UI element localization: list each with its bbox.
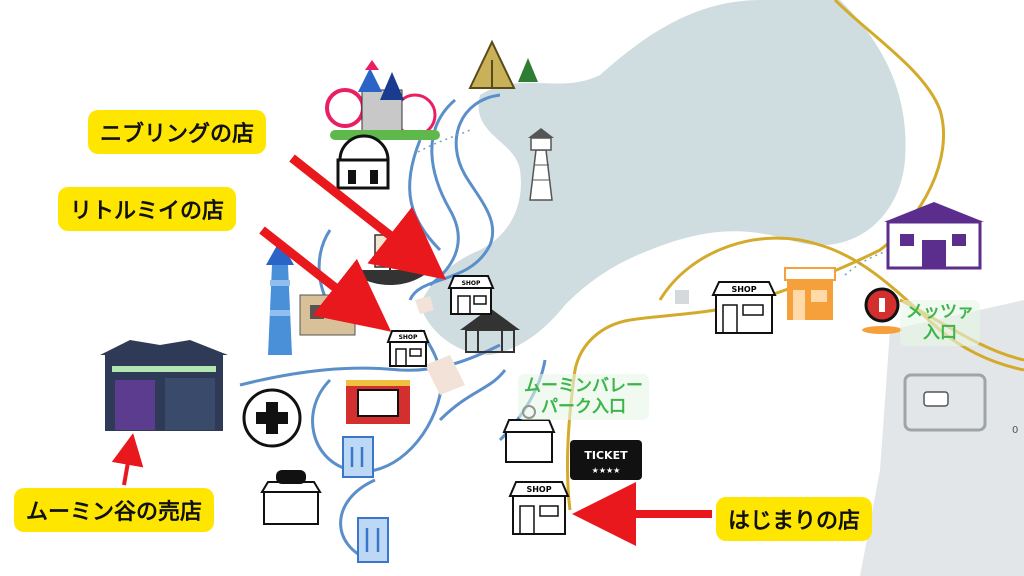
arrow-moomin-valley <box>111 433 144 486</box>
callout-nibling-shop: ニブリングの店 <box>88 110 267 154</box>
shop-sign-label: SHOP <box>399 334 418 341</box>
camp-tent-icon <box>468 39 538 89</box>
label-line: パーク入口 <box>541 397 626 417</box>
metsa-village-icon <box>884 202 984 270</box>
shop-nibling[interactable]: SHOP <box>447 275 495 315</box>
edge-marker: 0 <box>1012 425 1019 436</box>
label-moomin-valley-park-entrance: ムーミンバレー パーク入口 <box>518 374 649 420</box>
amusement-park-icon <box>325 60 440 140</box>
ticket-stars: ★★★★ <box>592 466 621 475</box>
grey-block <box>675 290 689 304</box>
callout-hajimari-shop: はじまりの店 <box>716 497 873 541</box>
ticket-icon: TICKET ★★★★ <box>570 440 642 480</box>
game-store-icon <box>260 470 322 525</box>
label-metsa-entrance: メッツァ 入口 <box>900 300 980 346</box>
bus-icon <box>923 391 949 407</box>
gazebo-icon <box>460 308 520 353</box>
shop-sign-label: SHOP <box>731 285 756 294</box>
label-line: メッツァ <box>906 302 974 322</box>
arrow-nibling <box>289 154 447 280</box>
parking-area <box>860 300 1024 576</box>
shop-sign-label: SHOP <box>462 280 481 287</box>
lake <box>420 0 906 355</box>
road-branch <box>658 236 1024 372</box>
cafe-icon <box>502 405 556 463</box>
plaza-2 <box>415 296 434 314</box>
shop-little-my[interactable]: SHOP <box>386 330 430 367</box>
food-icon <box>342 436 374 478</box>
lighthouse-icon <box>528 128 554 201</box>
observatory-icon <box>336 134 390 190</box>
shop-metsa[interactable]: SHOP <box>711 281 777 334</box>
orange-store-icon <box>784 267 836 320</box>
plaza <box>425 355 465 395</box>
label-line: ムーミンバレー <box>524 376 643 396</box>
first-aid-icon <box>242 388 302 448</box>
theater-icon <box>346 380 410 424</box>
shop-sign-label: SHOP <box>526 485 551 494</box>
shop-hajimari[interactable]: SHOP <box>508 481 570 535</box>
arrow-little-my <box>259 226 392 332</box>
callout-little-my-shop: リトルミイの店 <box>58 187 237 231</box>
moomin-valley-shop-building[interactable] <box>100 340 228 431</box>
parking-lot <box>903 373 987 432</box>
info-pin-icon <box>862 287 902 334</box>
label-line: 入口 <box>923 323 957 343</box>
food-icon-2 <box>357 517 389 563</box>
callout-moomin-valley-shop: ムーミン谷の売店 <box>14 488 215 532</box>
tower-icon <box>266 240 294 355</box>
ticket-label: TICKET <box>584 449 628 462</box>
